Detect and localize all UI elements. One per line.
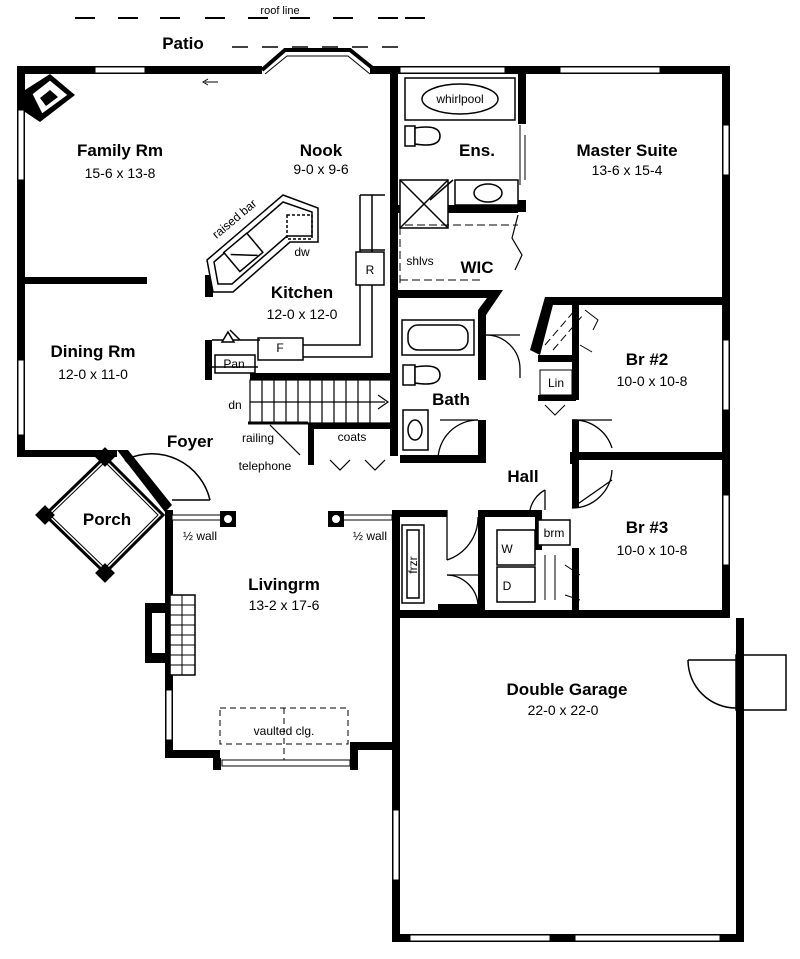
garage-side-door[interactable] <box>687 654 787 711</box>
bath-name: Bath <box>432 390 470 409</box>
ensuite-fixtures <box>399 77 526 229</box>
nook-bay-window <box>260 48 377 72</box>
dryer-label: D <box>503 579 512 593</box>
nook-dims: 9-0 x 9-6 <box>293 161 348 177</box>
railing-label: railing <box>242 431 274 445</box>
interior-walls <box>25 66 730 618</box>
br3-dims: 10-0 x 10-8 <box>617 542 688 558</box>
whirlpool-label: whirlpool <box>435 92 483 106</box>
stairs <box>248 379 394 456</box>
br2-name: Br #2 <box>626 350 669 369</box>
living-room-name: Livingrm <box>248 575 320 594</box>
fireplace-living <box>145 594 196 676</box>
freezer-label: frzr <box>406 556 420 573</box>
family-room-name: Family Rm <box>77 141 163 160</box>
vaulted-ceiling-label: vaulted clg. <box>254 724 315 738</box>
dining-room-dims: 12-0 x 11-0 <box>58 366 128 382</box>
coats-label: coats <box>338 430 367 444</box>
dining-room-name: Dining Rm <box>51 342 136 361</box>
patio-label: Patio <box>162 34 204 53</box>
stairs-down-label: dn <box>228 398 241 412</box>
fridge-label: R <box>366 263 375 277</box>
interior-doors[interactable] <box>437 334 613 606</box>
half-wall-label-right: ½ wall <box>353 529 387 543</box>
kitchen-dims: 12-0 x 12-0 <box>267 306 338 322</box>
laundry-appliances <box>401 519 571 604</box>
coat-closet-doors[interactable] <box>329 459 386 471</box>
wic-name: WIC <box>460 258 493 277</box>
room-labels: Family Rm 15-6 x 13-8 Nook 9-0 x 9-6 Ens… <box>51 141 688 718</box>
roof-line-label: roof line <box>260 5 299 17</box>
bath-fixtures <box>401 319 475 451</box>
washer-label: W <box>501 542 513 556</box>
vaulted-ceiling <box>219 707 349 760</box>
kitchen-name: Kitchen <box>271 283 333 302</box>
dishwasher-label: dw <box>294 245 310 259</box>
master-suite-name: Master Suite <box>576 141 677 160</box>
hall-name: Hall <box>507 467 538 486</box>
raised-bar <box>206 194 319 293</box>
family-room-dims: 15-6 x 13-8 <box>85 165 156 181</box>
half-wall-label-left: ½ wall <box>183 529 217 543</box>
exterior-walls <box>17 66 744 942</box>
fireplace-family <box>25 74 75 122</box>
freezer-cabinet-label: F <box>276 341 283 355</box>
front-door[interactable] <box>124 453 211 506</box>
half-wall-posts <box>171 511 393 527</box>
br3-name: Br #3 <box>626 518 669 537</box>
pantry-label: Pan <box>223 357 244 371</box>
broom-closet-label: brm <box>544 526 565 540</box>
porch-name: Porch <box>83 510 131 529</box>
telephone-label: telephone <box>239 459 292 473</box>
br2-dims: 10-0 x 10-8 <box>617 373 688 389</box>
foyer-name: Foyer <box>167 432 214 451</box>
kitchen-counters <box>212 194 385 374</box>
garage-dims: 22-0 x 22-0 <box>528 702 599 718</box>
living-room-dims: 13-2 x 17-6 <box>249 597 320 613</box>
linen-label: Lin <box>548 376 564 390</box>
nook-name: Nook <box>300 141 343 160</box>
windows <box>17 66 730 942</box>
master-suite-dims: 13-6 x 15-4 <box>592 162 663 178</box>
shelves-label: shlvs <box>406 254 433 268</box>
ensuite-name: Ens. <box>459 141 495 160</box>
garage-name: Double Garage <box>507 680 628 699</box>
